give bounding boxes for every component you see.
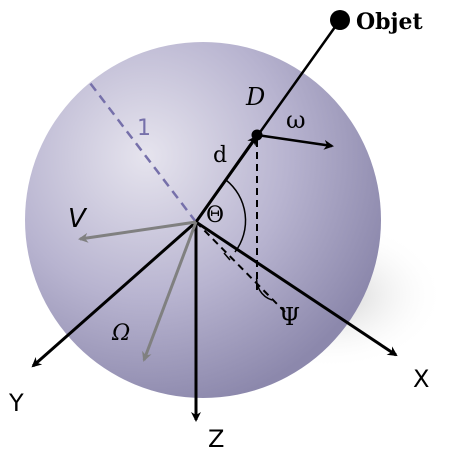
object-label: Objet [356, 9, 424, 35]
object-marker [330, 10, 350, 30]
d-vector [194, 135, 258, 223]
distance-sub-label: d [213, 143, 227, 168]
theta-label: Θ [206, 203, 224, 228]
psi-label: Ψ [279, 303, 300, 331]
psi-arc [255, 274, 273, 301]
theta-arc [225, 179, 247, 253]
theta-tick [223, 252, 231, 261]
omega-big-vector [142, 221, 198, 362]
unit-radius-label: 1 [137, 116, 151, 141]
omega-big-label: Ω [111, 321, 130, 346]
omega-small-arrow [256, 133, 334, 150]
z-axis-label: Z [208, 425, 224, 453]
y-axis-label: Y [8, 389, 24, 417]
horizontal-projection-dash [195, 221, 286, 313]
omega-small-label: ω [286, 106, 306, 134]
distance-total-label: D [245, 83, 265, 111]
velocity-vector [78, 220, 197, 243]
velocity-label: V [68, 204, 88, 234]
x-axis [195, 220, 398, 357]
y-axis [31, 220, 197, 368]
x-axis-label: X [413, 365, 429, 393]
unit-sphere [25, 42, 381, 398]
